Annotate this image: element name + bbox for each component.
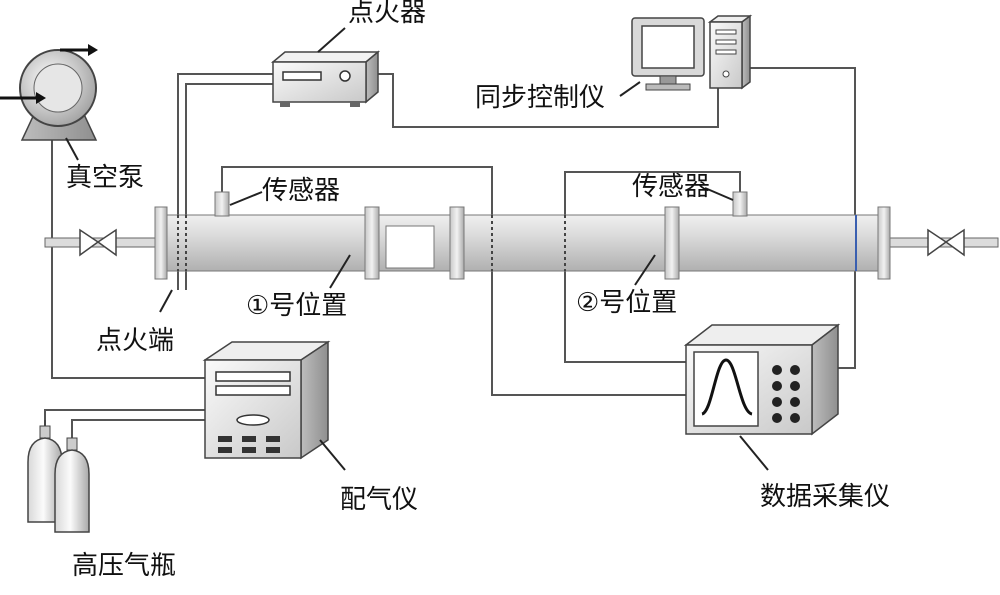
sensor-left-label: 传感器: [262, 176, 341, 206]
left-pipe-valve: [44, 228, 161, 257]
ignition-end-label: 点火端: [96, 326, 175, 356]
sensor-right-leader: [704, 187, 734, 201]
igniter-leader: [317, 27, 346, 53]
vacuum-pump-icon: [0, 44, 98, 141]
gas-cylinders-icon: [27, 420, 90, 533]
sync-controller-leader: [619, 81, 641, 97]
position-2-leader: [634, 254, 656, 286]
sensor-left-leader: [229, 191, 263, 206]
sensor-left-mount: [214, 191, 230, 217]
explosion-tube: [154, 206, 891, 280]
sensor-right-label: 传感器: [632, 172, 711, 202]
position-2-label: ②号位置: [576, 288, 678, 318]
vacuum-pump-label: 真空泵: [66, 163, 145, 193]
data-acquisition-icon: [683, 323, 841, 436]
gas-cylinders-label: 高压气瓶: [72, 551, 177, 581]
gas-mixer-leader: [319, 439, 346, 471]
igniter-label: 点火器: [348, 0, 427, 28]
data-acquisition-label: 数据采集仪: [760, 482, 891, 512]
vacuum-pump-leader: [65, 137, 79, 161]
ignition-end-leader: [159, 289, 173, 313]
position-1-label: ①号位置: [246, 291, 348, 321]
igniter-icon: [270, 50, 381, 107]
right-pipe-valve: [889, 228, 999, 257]
daq-buttons: [772, 365, 800, 423]
sync-controller-computer-icon: [631, 14, 753, 91]
position-1-leader: [329, 254, 351, 289]
sync-controller-label: 同步控制仪: [475, 83, 606, 113]
gas-mixer-label: 配气仪: [340, 485, 419, 515]
gas-mixer-icon: [202, 340, 331, 460]
data-acquisition-leader: [739, 435, 769, 471]
sensor-right-mount: [732, 191, 748, 217]
